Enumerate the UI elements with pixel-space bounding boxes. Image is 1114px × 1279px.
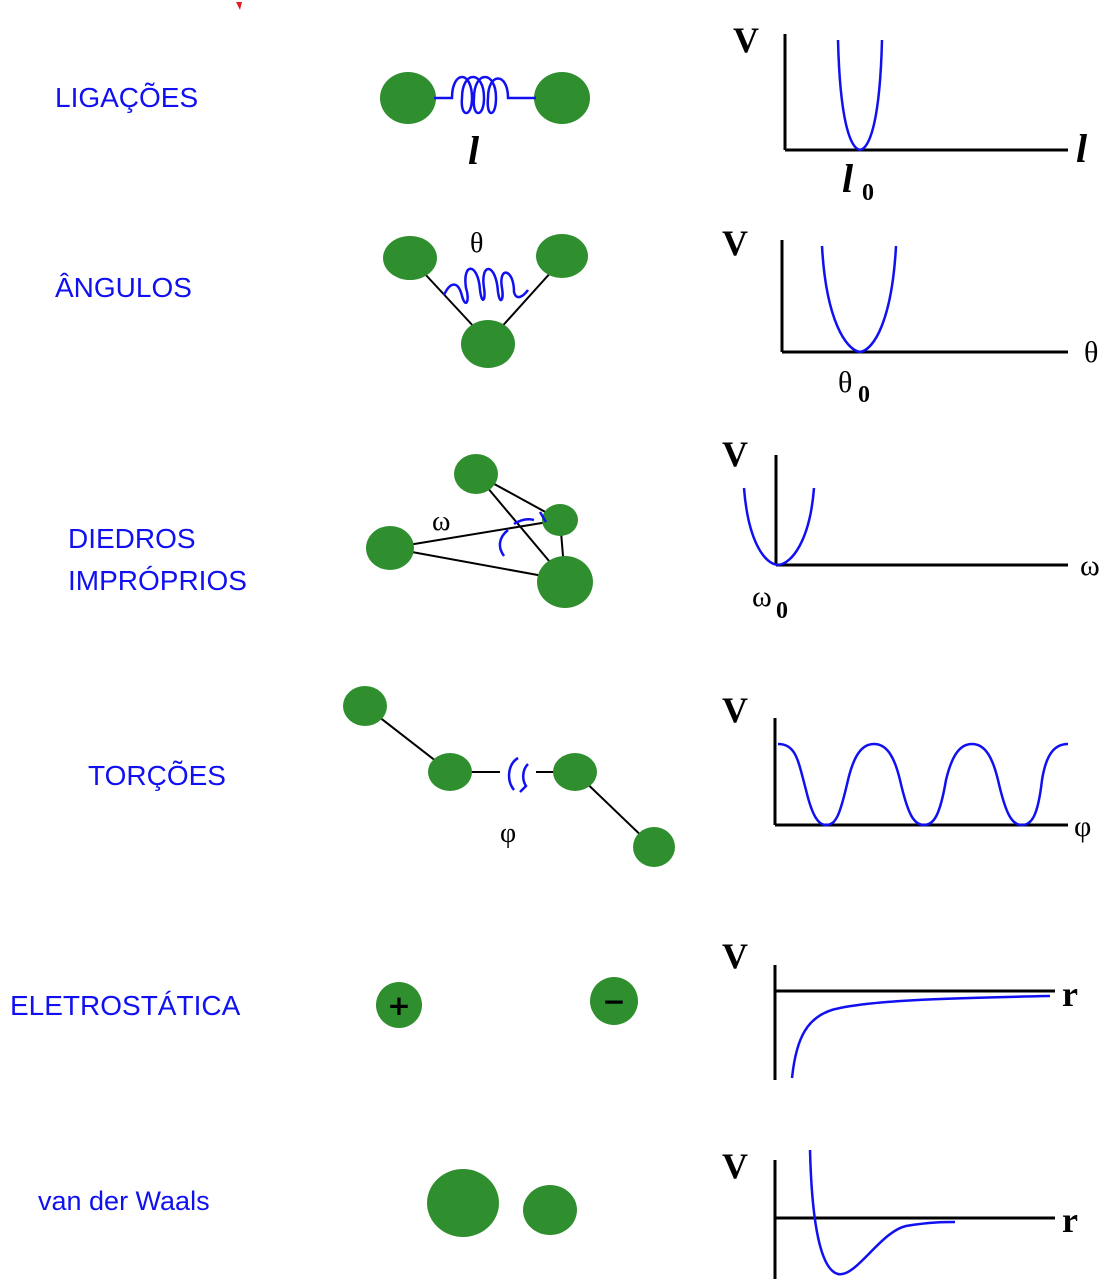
improper-harmonic-curve bbox=[742, 487, 816, 567]
torsion-periodic-curve bbox=[777, 742, 1069, 827]
vdw-atom-small bbox=[523, 1185, 577, 1235]
impropers-label-line2: IMPRÓPRIOS bbox=[68, 565, 247, 596]
torsion-atom-2 bbox=[428, 753, 472, 791]
angle-atom-right bbox=[536, 234, 588, 278]
vdw-potential-chart: V r bbox=[722, 1146, 1078, 1279]
angle-axis-v: V bbox=[722, 223, 748, 263]
improper-atom-left bbox=[366, 526, 414, 570]
torsion-atom-1 bbox=[343, 686, 387, 726]
bond-axis-x: l bbox=[1076, 126, 1088, 171]
angle-eq-sub: 0 bbox=[858, 382, 870, 408]
torsion-potential-chart: V φ bbox=[722, 690, 1091, 843]
improper-eq-symbol: ω bbox=[752, 580, 772, 613]
improper-axis-v: V bbox=[722, 434, 748, 474]
negative-charge-atom bbox=[590, 977, 638, 1025]
plus-icon: + bbox=[387, 989, 410, 1022]
bond-axis-v: V bbox=[733, 20, 759, 60]
bonds-label: LIGAÇÕES bbox=[55, 82, 198, 113]
angle-theta-symbol: θ bbox=[470, 228, 483, 259]
angle-eq-symbol: θ bbox=[838, 366, 852, 399]
improper-potential-chart: V ω ω 0 bbox=[722, 434, 1100, 624]
improper-omega-symbol: ω bbox=[432, 506, 450, 537]
positive-charge-atom bbox=[376, 982, 422, 1028]
vdw-atom-large bbox=[427, 1169, 499, 1237]
improper-axis-x: ω bbox=[1080, 549, 1100, 582]
angle-atom-left bbox=[383, 236, 437, 280]
vdw-label: van der Waals bbox=[38, 1186, 210, 1216]
bond-spring-icon bbox=[434, 76, 536, 115]
improper-atom-center bbox=[542, 504, 578, 536]
row-electrostatic: ELETROSTÁTICA + − V r bbox=[10, 936, 1078, 1080]
angle-spring-icon bbox=[442, 267, 529, 305]
coulomb-curve bbox=[790, 994, 1051, 1079]
torsion-phi-symbol: φ bbox=[500, 818, 516, 849]
row-torsions: TORÇÕES φ V φ bbox=[88, 686, 1091, 867]
impropers-label-line1: DIEDROS bbox=[68, 523, 196, 554]
torsions-label: TORÇÕES bbox=[88, 760, 226, 791]
bond-length-symbol: l bbox=[468, 128, 480, 173]
angle-harmonic-curve bbox=[820, 245, 898, 354]
electrostatic-potential-chart: V r bbox=[722, 936, 1078, 1080]
bond-potential-chart: V l l 0 bbox=[733, 20, 1088, 206]
row-bonds: LIGAÇÕES l V l l 0 bbox=[55, 20, 1088, 206]
angles-label: ÂNGULOS bbox=[55, 272, 192, 303]
bond-eq-symbol: l bbox=[842, 156, 854, 201]
electrostatic-axis-v: V bbox=[722, 936, 748, 976]
lennard-jones-curve bbox=[808, 1149, 956, 1276]
row-angles: ÂNGULOS θ V θ θ 0 bbox=[55, 223, 1098, 408]
angle-axis-x: θ bbox=[1084, 336, 1098, 369]
row-impropers: DIEDROS IMPRÓPRIOS ω V ω ω 0 bbox=[68, 434, 1100, 624]
electrostatic-label: ELETROSTÁTICA bbox=[10, 990, 241, 1021]
row-vdw: van der Waals V r bbox=[38, 1146, 1078, 1279]
torsion-atom-4 bbox=[633, 827, 675, 867]
torsion-atom-3 bbox=[553, 753, 597, 791]
improper-atom-right bbox=[537, 556, 593, 608]
angle-atom-center bbox=[461, 320, 515, 368]
torsion-arc-icon bbox=[507, 756, 529, 793]
bond-atom-left bbox=[380, 72, 436, 124]
torsion-axis-x: φ bbox=[1074, 810, 1091, 843]
cut-title-mark bbox=[236, 2, 242, 10]
improper-eq-sub: 0 bbox=[776, 598, 788, 624]
improper-angle-arc-icon bbox=[498, 511, 548, 557]
angle-potential-chart: V θ θ 0 bbox=[722, 223, 1098, 408]
bond-atom-right bbox=[534, 72, 590, 124]
torsion-axis-v: V bbox=[722, 690, 748, 730]
improper-atom-top bbox=[454, 454, 498, 494]
minus-icon: − bbox=[602, 985, 625, 1018]
electrostatic-axis-x: r bbox=[1062, 974, 1078, 1014]
vdw-axis-x: r bbox=[1062, 1200, 1078, 1240]
bond-harmonic-curve bbox=[836, 39, 884, 152]
vdw-axis-v: V bbox=[722, 1146, 748, 1186]
bond-eq-sub: 0 bbox=[862, 180, 874, 206]
